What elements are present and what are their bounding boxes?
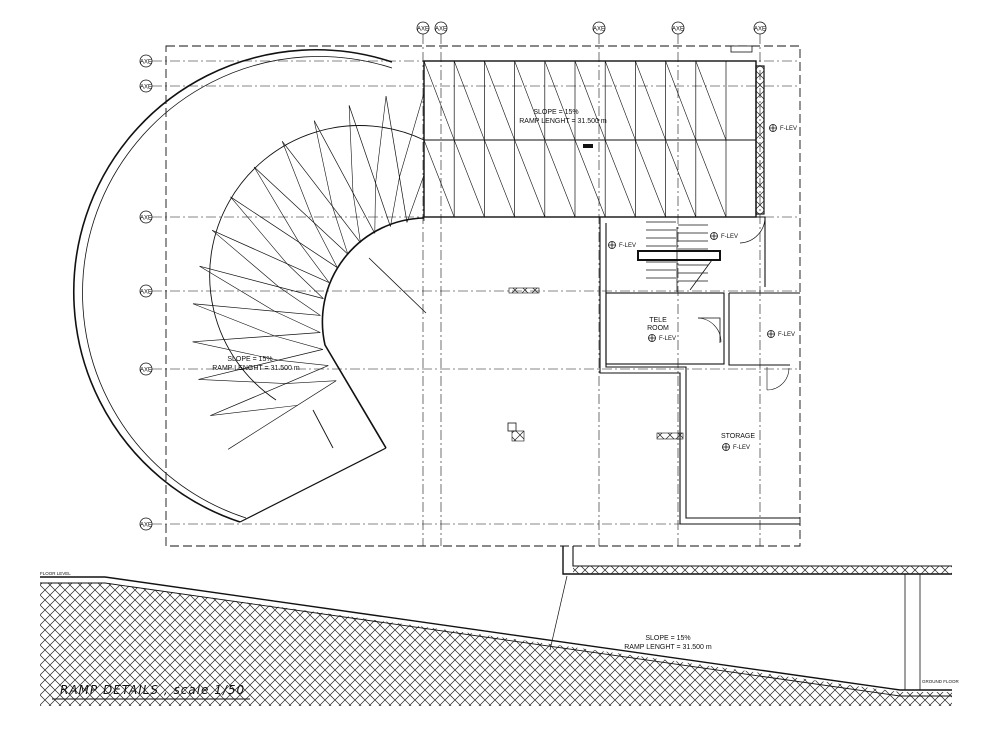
level-marker-tele: F-LEV — [648, 334, 676, 342]
curved-ramp-outer-edge-inner-line — [82, 56, 393, 519]
beam-mark-2 — [656, 432, 684, 440]
axis-bubble-left-4: AXE — [139, 284, 153, 298]
svg-text:AXE: AXE — [672, 27, 684, 33]
svg-text:FLOOR LEVEL: FLOOR LEVEL — [40, 571, 71, 576]
grid-axes — [152, 34, 800, 546]
svg-text:AXE: AXE — [140, 523, 152, 529]
svg-text:GROUND FLOOR: GROUND FLOOR — [922, 679, 960, 684]
service-core — [599, 216, 800, 525]
curved-ramp-length: RAMP LENGHT = 31.500 m — [212, 365, 300, 372]
svg-text:F-LEV: F-LEV — [619, 243, 636, 249]
axis-bubble-left-2: AXE — [139, 79, 153, 93]
straight-ramp-triangles — [423, 60, 727, 218]
straight-ramp — [423, 45, 765, 218]
axis-bubble-left-3: AXE — [139, 210, 153, 224]
level-marker-landing: F-LEV — [710, 232, 738, 240]
curved-ramp-triangles — [192, 92, 425, 450]
ramp-end-grating — [755, 65, 765, 215]
svg-text:F-LEV: F-LEV — [659, 336, 676, 342]
curved-ramp-slope: SLOPE = 15% — [227, 356, 272, 363]
upper-ramp-slope: SLOPE = 15% — [533, 109, 578, 116]
section-slope: SLOPE = 15% — [645, 635, 690, 642]
svg-text:AXE: AXE — [140, 60, 152, 66]
ramp-section: FLOOR LEVEL GROUND FLOOR — [40, 546, 960, 706]
svg-text:AXE: AXE — [593, 27, 605, 33]
stair — [637, 221, 721, 292]
storage-label: STORAGE — [721, 433, 755, 440]
beam-mark-1 — [508, 287, 540, 294]
curved-ramp — [73, 48, 427, 523]
level-marker-storage: F-LEV — [722, 443, 750, 451]
axis-bubble-top-5: AXE — [753, 21, 767, 35]
svg-text:AXE: AXE — [140, 216, 152, 222]
drawing-caption: RAMP DETAILS , scale 1/50 — [52, 683, 250, 700]
tele-room-label-1: TELE — [649, 317, 667, 324]
curved-ramp-outer-edge — [73, 48, 393, 523]
axis-bubble-left-5: AXE — [139, 362, 153, 376]
axis-bubble-top-1: AXE — [416, 21, 430, 35]
svg-text:AXE: AXE — [140, 290, 152, 296]
level-marker-right-upper: F-LEV — [769, 124, 797, 132]
axis-bubble-left-6: AXE — [139, 517, 153, 531]
upper-ramp-length: RAMP LENGHT = 31.500 m — [519, 118, 607, 125]
svg-text:RAMP DETAILS , scale 1/50: RAMP DETAILS , scale 1/50 — [60, 683, 245, 697]
level-marker-stair: F-LEV — [608, 241, 636, 249]
section-ground-hatch — [40, 583, 952, 706]
svg-text:AXE: AXE — [140, 368, 152, 374]
svg-text:F-LEV: F-LEV — [733, 445, 750, 451]
plan-boundary — [165, 45, 801, 547]
axis-bubble-top-2: AXE — [434, 21, 448, 35]
column-mark — [507, 422, 517, 432]
svg-text:F-LEV: F-LEV — [778, 332, 795, 338]
svg-text:AXE: AXE — [435, 27, 447, 33]
section-length: RAMP LENGHT = 31.500 m — [624, 644, 712, 651]
level-marker-right-mid: F-LEV — [767, 330, 795, 338]
svg-text:F-LEV: F-LEV — [721, 234, 738, 240]
svg-text:F-LEV: F-LEV — [780, 126, 797, 132]
axis-bubble-top-3: AXE — [592, 21, 606, 35]
svg-text:AXE: AXE — [140, 85, 152, 91]
svg-text:AXE: AXE — [754, 27, 766, 33]
tele-room-label-2: ROOM — [647, 325, 669, 332]
curved-ramp-center-line — [209, 125, 425, 401]
svg-text:AXE: AXE — [417, 27, 429, 33]
axis-bubble-left-1: AXE — [139, 54, 153, 68]
curved-ramp-inner-edge — [321, 217, 425, 449]
axis-bubble-top-4: AXE — [671, 21, 685, 35]
